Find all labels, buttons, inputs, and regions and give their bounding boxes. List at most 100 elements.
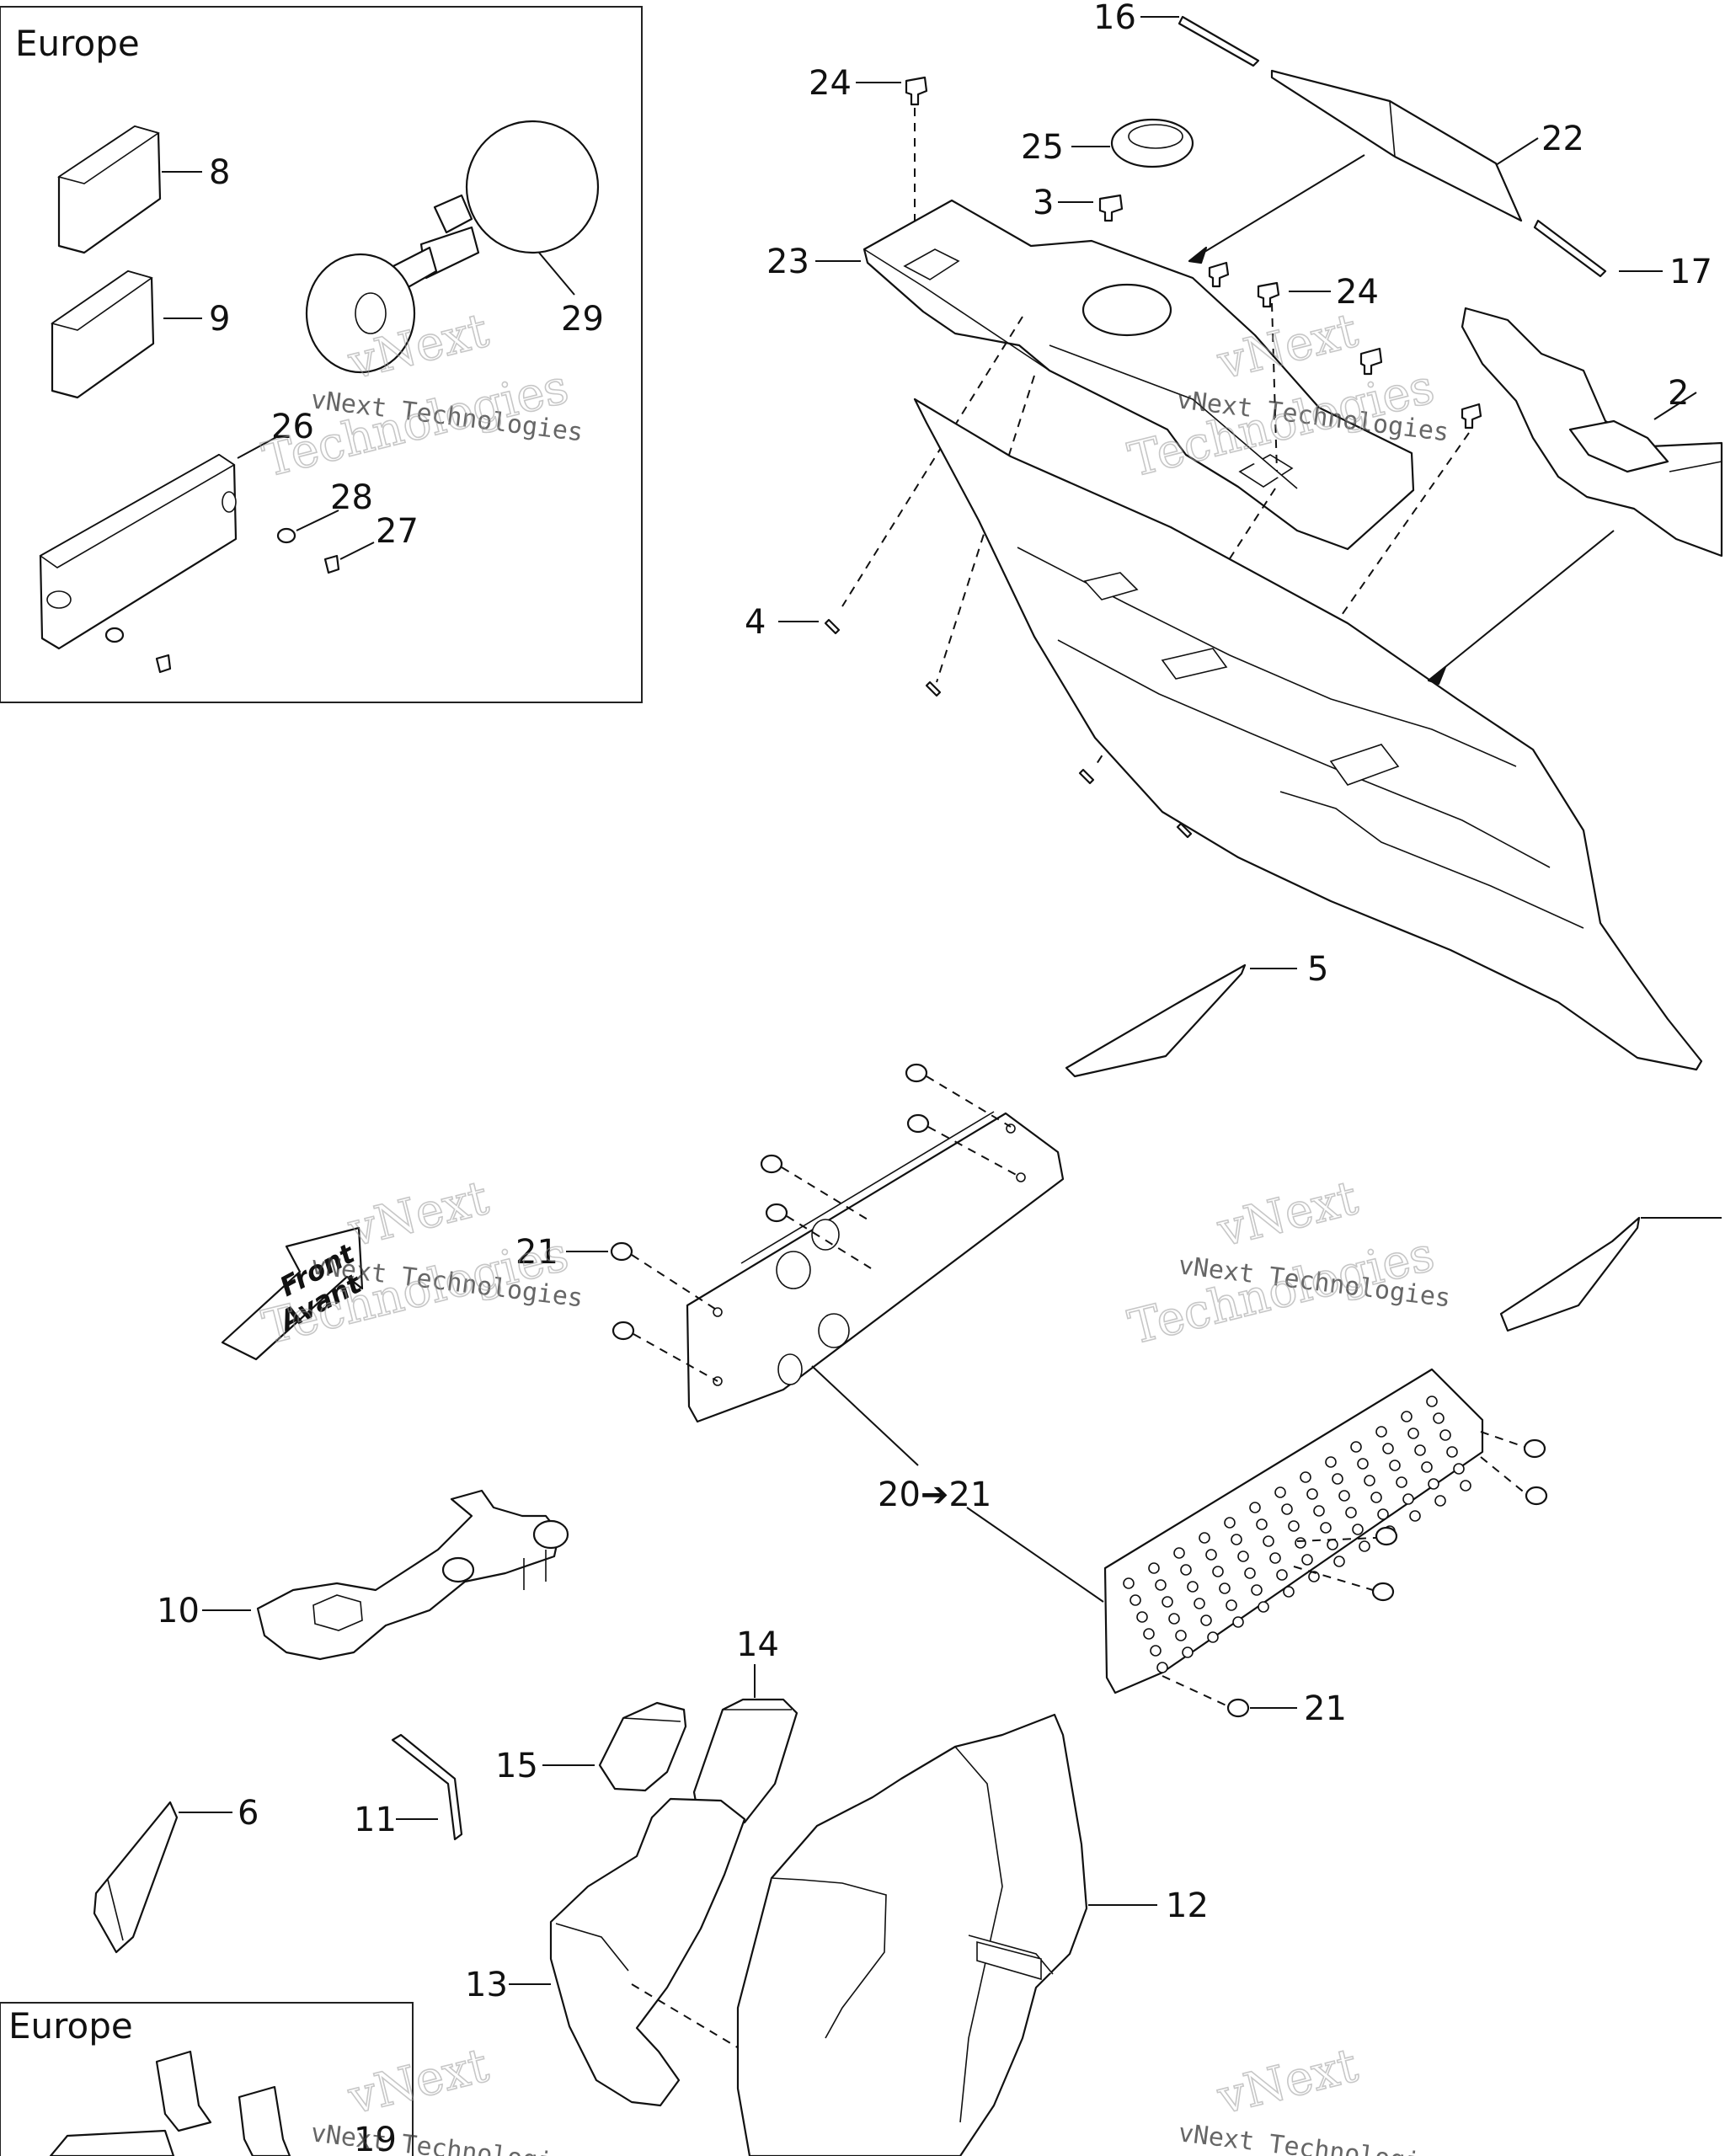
callout-29: 29 — [561, 300, 604, 339]
europe-title-bottom: Europe — [8, 2005, 133, 2047]
stud — [1136, 1611, 1148, 1623]
screw-part-24e — [1461, 403, 1482, 430]
watermark-1: vNext vNext Technologies Technologies — [257, 302, 585, 488]
europe-inset-top: Europe 8 9 29 — [0, 6, 643, 703]
stud — [1327, 1539, 1338, 1550]
stud — [1207, 1631, 1219, 1643]
callout-26: 26 — [271, 408, 314, 446]
callout-28: 28 — [330, 478, 373, 517]
stud — [1219, 1582, 1231, 1594]
stud — [1224, 1517, 1236, 1529]
plate-holder-part-26 — [39, 453, 238, 650]
stud — [1338, 1490, 1350, 1502]
stud — [1205, 1549, 1217, 1561]
stud — [1232, 1616, 1244, 1628]
pin-part-4a — [824, 618, 841, 635]
svg-text:Technologies: Technologies — [258, 360, 574, 488]
tools-storage-assembly: 10 11 6 14 15 13 12 — [93, 1489, 1209, 2156]
callout-5: 5 — [1307, 950, 1328, 989]
decal-part-right — [1499, 1216, 1641, 1332]
stud — [1187, 1581, 1199, 1593]
stud — [1375, 1426, 1387, 1438]
stud — [1237, 1550, 1249, 1562]
stud — [1301, 1554, 1313, 1566]
stud — [1320, 1522, 1332, 1534]
callout-21b: 21 — [1304, 1689, 1347, 1728]
stud — [1409, 1510, 1421, 1522]
callout-11: 11 — [354, 1801, 397, 1839]
stud — [1150, 1645, 1162, 1657]
stud — [1401, 1411, 1413, 1422]
fasteners-part-21b — [1226, 1438, 1548, 1718]
stud — [1407, 1428, 1419, 1439]
stud — [1130, 1594, 1141, 1606]
stud — [1350, 1441, 1362, 1453]
bracket-part-19b — [238, 2085, 291, 2156]
stud — [1389, 1460, 1401, 1471]
stud — [1168, 1613, 1180, 1625]
callout-19: 19 — [354, 2121, 397, 2156]
stud — [1313, 1505, 1325, 1517]
front-direction-arrow: Front Avant — [221, 1226, 368, 1361]
stud — [1143, 1628, 1155, 1640]
stud — [1453, 1463, 1465, 1475]
pad-part-15 — [598, 1701, 687, 1792]
stud — [1382, 1443, 1394, 1454]
side-panel-assembly: 16 22 17 24 25 3 23 — [745, 0, 1723, 1071]
stud — [1182, 1646, 1194, 1658]
stud — [1357, 1458, 1369, 1470]
wrench-part-10 — [256, 1489, 561, 1661]
stud-grid — [1123, 1396, 1471, 1673]
stud — [1200, 1614, 1212, 1626]
callout-24b: 24 — [1336, 273, 1379, 312]
pin-part-4b — [925, 680, 942, 697]
bracket-part-19a — [155, 2050, 212, 2132]
stud — [1308, 1571, 1320, 1582]
stud — [1276, 1569, 1288, 1581]
stud — [1370, 1492, 1382, 1503]
stud — [1244, 1567, 1256, 1579]
decal-part-5 — [1065, 963, 1247, 1078]
stud — [1402, 1493, 1414, 1505]
stud — [1251, 1584, 1263, 1596]
stud — [1258, 1601, 1269, 1613]
svg-text:vNext: vNext — [343, 1171, 494, 1258]
stud — [1433, 1412, 1445, 1424]
stud — [1283, 1586, 1295, 1598]
pin-part-4c — [1078, 768, 1095, 785]
stud — [1377, 1508, 1389, 1520]
callout-2: 2 — [1668, 374, 1689, 413]
side-panel-part-2 — [913, 398, 1703, 1071]
horn-part-29 — [305, 120, 600, 374]
stud — [1396, 1476, 1407, 1488]
callout-4: 4 — [745, 603, 766, 642]
svg-text:vNext: vNext — [343, 2038, 494, 2126]
stud — [1212, 1566, 1224, 1577]
fasteners-part-21a — [610, 1063, 930, 1341]
stud — [1199, 1532, 1210, 1544]
screw-part-27 — [323, 554, 340, 574]
decal-part-6 — [93, 1801, 179, 1954]
stud — [1156, 1662, 1168, 1673]
strip-part-16 — [1178, 15, 1260, 67]
pin-part-4d — [1176, 822, 1193, 839]
hex-key-part-11 — [391, 1733, 463, 1841]
callout-16: 16 — [1093, 0, 1136, 37]
stud — [1175, 1630, 1187, 1641]
europe-title-top: Europe — [15, 23, 140, 64]
stud — [1352, 1524, 1364, 1535]
europe-inset-bottom: Europe 19 — [0, 2002, 414, 2156]
stud — [1359, 1540, 1370, 1552]
stud — [1414, 1444, 1426, 1456]
stud — [1148, 1562, 1160, 1574]
stud — [1281, 1503, 1293, 1515]
callout-8: 8 — [209, 153, 230, 192]
callout-6: 6 — [238, 1794, 259, 1833]
step-plates-assembly: 5 21 20➔21 — [221, 950, 1722, 1728]
stud — [1194, 1598, 1205, 1609]
cover-part-23 — [862, 199, 1415, 551]
callout-24a: 24 — [809, 64, 852, 103]
stud — [1325, 1456, 1337, 1468]
svg-text:Technologies: Technologies — [1124, 1227, 1439, 1356]
